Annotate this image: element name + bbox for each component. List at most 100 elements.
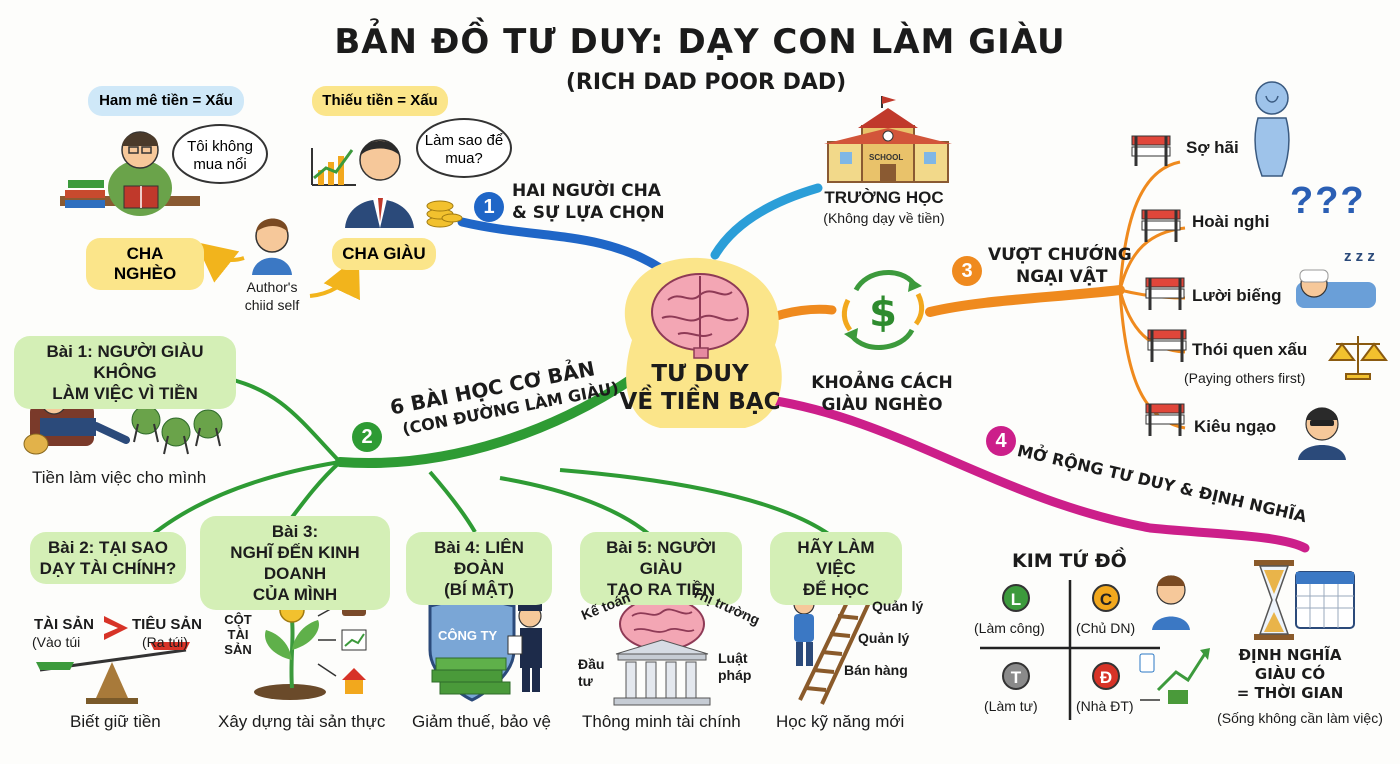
lesson-2-link [138, 460, 341, 547]
child-label-line2: chiid self [244, 297, 300, 313]
tag-law: Luật pháp [718, 650, 751, 684]
wealth-definition-line1: ĐỊNH NGHĨA [1238, 646, 1342, 664]
money-bags-icon [131, 405, 223, 455]
wealth-note: (Sống không cần làm việc) [1217, 710, 1383, 726]
dollar-sign-icon: $ [869, 290, 897, 336]
arrow-to-poor-dad [195, 242, 245, 283]
lesson-5-caption: Thông minh tài chính [582, 712, 741, 731]
quadrant-letter-business-owner: C [1092, 584, 1120, 612]
branch-2-number: 2 [352, 422, 382, 452]
branch-1-title: HAI NGƯỜI CHA & SỰ LỰA CHỌN [512, 180, 665, 224]
liability-label: TIÊU SẢN [132, 616, 203, 633]
lesson-6-title-line1: HÃY LÀM VIỆC [797, 538, 875, 578]
lesson-3-link [288, 460, 342, 522]
school-note: (Không dạy về tiền) [823, 210, 945, 226]
bank-columns-icon [613, 639, 711, 706]
rich-dad-thought-bubble: Làm sao để mua? [416, 118, 512, 178]
lesson-1-title: Bài 1: NGƯỜI GIÀU KHÔNG LÀM VIỆC VÌ TIỀN [14, 336, 236, 409]
arrogant-figure-icon [1298, 407, 1346, 460]
lesson-6-link [559, 468, 832, 537]
barrier-icon-5 [1145, 403, 1185, 436]
branch-3-number: 3 [952, 256, 982, 286]
lesson-4-title: Bài 4: LIÊN ĐOÀN (BÍ MẬT) [406, 532, 552, 605]
obstacle-fear: Sợ hãi [1186, 138, 1239, 157]
lesson-6-title: HÃY LÀM VIỆC ĐỂ HỌC [770, 532, 902, 605]
tag-law-line2: pháp [718, 667, 752, 683]
center-label-line1: TƯ DUY [651, 361, 749, 387]
lesson-1-title-line1: Bài 1: NGƯỜI GIÀU KHÔNG [46, 342, 204, 382]
branch-3-line [925, 285, 1125, 317]
brain-icon [651, 273, 749, 359]
obstacle-doubt: Hoài nghi [1192, 212, 1270, 231]
center-label-line2: VỀ TIỀN BẠC [619, 389, 781, 415]
branch-4-line [765, 395, 1310, 553]
page-title: BẢN ĐỒ TƯ DUY: DẠY CON LÀM GIÀU [334, 22, 1066, 62]
rich-dad-label: CHA GIÀU [332, 238, 436, 270]
lesson-4-title-line1: Bài 4: LIÊN ĐOÀN [434, 538, 524, 578]
fear-figure-icon [1254, 81, 1290, 177]
poor-dad-illustration [60, 131, 200, 216]
gap-label: KHOẢNG CÁCH GIÀU NGHÈO [811, 372, 952, 416]
branch-1-title-line1: HAI NGƯỜI CHA [512, 181, 661, 201]
branch-1-number: 1 [474, 192, 504, 222]
school-label: TRƯỜNG HỌC [824, 188, 944, 207]
asset-pillar-line3: SẢN [224, 642, 252, 657]
lesson-5-title-line2: TẠO RA TIỀN [607, 580, 715, 599]
obstacle-bad-habits: Thói quen xấu [1192, 340, 1308, 359]
branch-4-number: 4 [986, 426, 1016, 456]
lesson-5-title-line1: Bài 5: NGƯỜI GIÀU [606, 538, 716, 578]
quadrant-title: KIM TỨ ĐỒ [1012, 550, 1127, 572]
lesson-2-title-line2: DẠY TÀI CHÍNH? [39, 559, 177, 578]
ladder-rung-1: Quản lý [872, 598, 924, 614]
coin-stack-icon [426, 200, 463, 228]
obstacle-arrogance: Kiêu ngạo [1194, 417, 1277, 436]
barrier-icon-3 [1145, 277, 1185, 310]
ladder-rung-2: Quản lý [858, 630, 910, 646]
worried-person-icon [1152, 575, 1190, 630]
lesson-4-link [428, 470, 477, 534]
barrier-icon-2 [1141, 209, 1181, 242]
investor-chart-icon [1139, 648, 1210, 704]
child-label-line1: Author's [246, 279, 298, 295]
child-label: Author's chiid self [245, 278, 299, 314]
quadrant-label-employee: (Làm công) [974, 620, 1045, 636]
tag-law-line1: Luật [718, 650, 748, 666]
branch-lines [138, 160, 1310, 553]
wealth-definition-line2: GIÀU CÓ [1254, 665, 1326, 683]
lesson-2-caption: Biết giữ tiền [70, 712, 161, 731]
wealth-definition: ĐỊNH NGHĨA GIÀU CÓ = THỜI GIAN [1237, 646, 1344, 703]
school-sign: SCHOOL [869, 153, 904, 162]
scale-icon [1328, 336, 1388, 380]
quadrant-label-self-employed: (Làm tư) [984, 698, 1038, 714]
lesson-5-link [499, 476, 652, 537]
school-icon [824, 96, 952, 183]
career-ladder-icon [798, 591, 874, 705]
branch-3-title-line2: NGẠI VẬT [1016, 267, 1108, 287]
tag-invest: Đầu tư [578, 656, 604, 690]
asset-note: (Vào túi [32, 634, 81, 650]
lesson-4-caption: Giảm thuế, bảo vệ [412, 712, 551, 731]
money-tree-icon [254, 597, 367, 700]
shield-company-label: CÔNG TY [438, 628, 498, 643]
branch-3-title: VƯỢT CHƯỚNG NGẠI VẬT [988, 244, 1132, 288]
lesson-3-title-line2: NGHĨ ĐẾN KINH DOANH [230, 543, 360, 583]
sleep-icon: z z z [1344, 248, 1375, 265]
liability-note: (Ra túi) [142, 634, 188, 650]
cash-stack-icon [431, 657, 511, 695]
growth-chart-icon [311, 148, 356, 186]
quadrant-letter-employee: L [1002, 584, 1030, 612]
quadrant-letter-self-employed: T [1002, 662, 1030, 690]
tag-invest-line2: tư [578, 673, 593, 689]
asset-pillar-line2: TÀI [227, 627, 249, 642]
center-label: TƯ DUY VỀ TIỀN BẠC [620, 360, 781, 416]
balance-scale-icon [36, 642, 190, 704]
lesson-6-caption: Học kỹ năng mới [776, 712, 905, 731]
branch-3-title-line1: VƯỢT CHƯỚNG [988, 245, 1132, 265]
lesson-2-title-line1: Bài 2: TẠI SAO [48, 538, 168, 557]
center-node [624, 257, 782, 428]
obstacle-barriers [1131, 135, 1187, 436]
ladder-rung-3: Bán hàng [844, 662, 908, 678]
child-illustration [252, 218, 292, 275]
poor-dad-thought-bubble: Tôi không mua nổi [172, 124, 268, 184]
